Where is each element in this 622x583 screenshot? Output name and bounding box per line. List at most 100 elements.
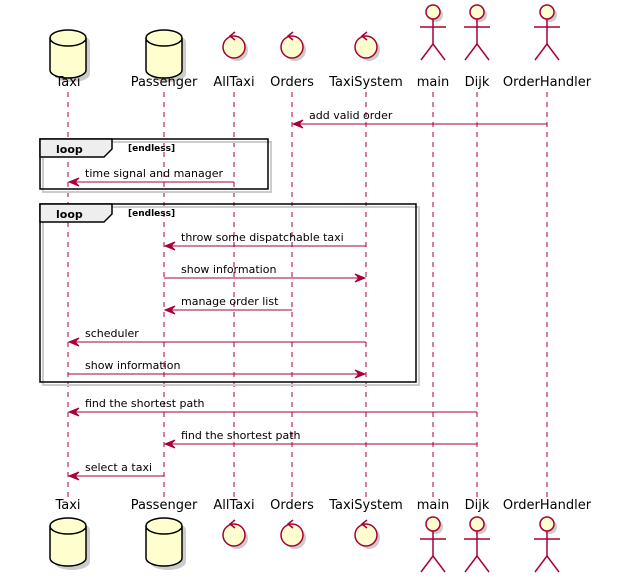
message-label: show information (85, 359, 180, 372)
message-alltaxi-to-taxi: time signal and manager (67, 167, 234, 187)
participant-alltaxi-top: AllTaxi (213, 31, 255, 90)
message-label: select a taxi (85, 461, 152, 474)
loop-fragment: loop [endless] (39, 138, 272, 193)
actor-right-leg-icon (476, 43, 490, 61)
participant-label: Passenger (131, 75, 198, 90)
control-icon (280, 35, 304, 59)
participant-label: Orders (270, 498, 314, 513)
loop-fragment: loop [endless] (39, 203, 420, 386)
loop-tab (39, 203, 113, 223)
messages: add valid order time signal and manager th… (67, 109, 547, 481)
participant-taxi-top: Taxi (49, 29, 90, 90)
actor-left-leg-icon (420, 43, 434, 61)
participant-label: main (417, 75, 449, 90)
participant-label: Dijk (465, 498, 490, 513)
actor-head-icon (469, 516, 485, 532)
arrowhead-icon (67, 407, 80, 417)
lifelines (67, 92, 548, 498)
loop-frame-shadow (42, 141, 272, 193)
message-passenger-to-taxi: select a taxi (67, 461, 164, 481)
arrowhead-icon (354, 273, 367, 283)
actor-head-icon (539, 4, 555, 20)
participant-orders-top: Orders (270, 31, 314, 90)
actor-head-icon (539, 516, 555, 532)
actor-left-leg-icon (464, 555, 478, 573)
database-icon (49, 517, 87, 567)
arrowhead-icon (354, 369, 367, 379)
control-icon (354, 35, 378, 59)
participant-taxisystem-top: TaxiSystem (328, 31, 403, 90)
control-arrow-icon (360, 31, 368, 41)
actor-left-leg-icon (420, 555, 434, 573)
participant-dijk-bottom: Dijk (464, 498, 490, 573)
message-label: find the shortest path (85, 397, 205, 410)
participant-label: Orders (270, 75, 314, 90)
participant-label: OrderHandler (503, 75, 592, 90)
database-rim-icon (49, 37, 87, 47)
actor-head-icon (469, 4, 485, 20)
arrowhead-icon (67, 177, 80, 187)
participant-label: Taxi (54, 498, 80, 513)
message-dijk-to-taxi: find the shortest path (67, 397, 477, 417)
message-label: show information (181, 263, 276, 276)
loop-keyword: loop (56, 208, 83, 221)
message-taxi-to-taxisystem: show information (68, 359, 367, 379)
loop-guard: [endless] (128, 209, 175, 219)
control-arrow-icon (286, 519, 294, 529)
actor-right-leg-icon (546, 555, 560, 573)
actor-right-leg-icon (476, 555, 490, 573)
participant-label: TaxiSystem (328, 498, 403, 513)
participant-passenger-bottom: Passenger (131, 498, 198, 570)
participant-label: AllTaxi (213, 75, 254, 90)
database-rim-icon (145, 37, 183, 47)
actor-head-icon (425, 4, 441, 20)
actor-left-leg-icon (534, 555, 548, 573)
database-rim-icon (49, 525, 87, 535)
message-label: scheduler (85, 327, 139, 340)
actor-right-leg-icon (432, 555, 446, 573)
actor-left-leg-icon (464, 43, 478, 61)
loop-tab (39, 138, 113, 158)
database-icon (145, 517, 183, 567)
message-orders-to-passenger: manage order list (163, 295, 292, 315)
loop-frame-shadow (42, 206, 420, 386)
message-label: manage order list (181, 295, 279, 308)
message-taxisystem-to-taxi: scheduler (67, 327, 366, 347)
participant-alltaxi-bottom: AllTaxi (213, 498, 255, 549)
participant-passenger-top: Passenger (131, 29, 198, 90)
participant-taxi-bottom: Taxi (49, 498, 90, 570)
actor-left-leg-icon (534, 43, 548, 61)
control-arrow-icon (286, 31, 294, 41)
database-rim-icon (145, 525, 183, 535)
participant-label: OrderHandler (503, 498, 592, 513)
database-icon (145, 29, 183, 79)
participant-orders-bottom: Orders (270, 498, 314, 549)
loop-fragments: loop [endless] loop [endless] (39, 138, 420, 386)
participant-label: main (417, 498, 449, 513)
message-label: throw some dispatchable taxi (181, 231, 344, 244)
control-arrow-icon (360, 519, 368, 529)
participant-orderhandler-bottom: OrderHandler (503, 498, 592, 573)
message-label: find the shortest path (181, 429, 301, 442)
control-icon (222, 35, 246, 59)
arrowhead-icon (163, 241, 176, 251)
participants-bottom: Taxi Passenger AllTaxi Orders TaxiSystem main… (49, 498, 592, 573)
loop-frame (39, 203, 417, 383)
message-passenger-to-taxisystem: show information (164, 263, 367, 283)
participant-dijk-top: Dijk (464, 4, 490, 90)
arrowhead-icon (163, 439, 176, 449)
message-orderhandler-to-orders: add valid order (291, 109, 547, 129)
message-label: time signal and manager (85, 167, 223, 180)
loop-keyword: loop (56, 143, 83, 156)
actor-right-leg-icon (432, 43, 446, 61)
participant-main-top: main (417, 4, 449, 90)
message-dijk-to-passenger: find the shortest path (163, 429, 477, 449)
loop-guard: [endless] (128, 144, 175, 154)
message-label: add valid order (309, 109, 393, 122)
message-taxisystem-to-passenger: throw some dispatchable taxi (163, 231, 366, 251)
participant-label: Dijk (465, 75, 490, 90)
actor-right-leg-icon (546, 43, 560, 61)
control-icon (280, 523, 304, 547)
